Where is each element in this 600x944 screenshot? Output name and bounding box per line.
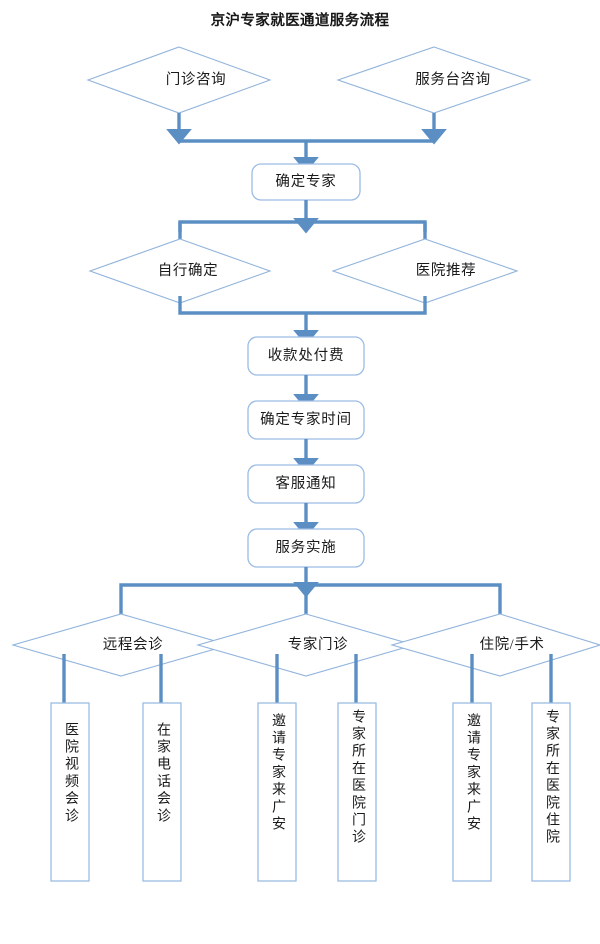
box-expert-home-hospital-outpatient <box>337 702 377 882</box>
diamond-label-inpatient-surgery: 住院/手术 <box>479 636 545 653</box>
box-label-cashier-payment: 收款处付费 <box>267 347 345 364</box>
box-label-invite-expert-guangan-inpatient: 邀请专家来广安 <box>465 713 480 834</box>
box-label-home-phone-consult: 在家电话会诊 <box>155 722 170 826</box>
merge-bracket-selection <box>178 296 427 315</box>
split-bracket-selection <box>178 220 427 232</box>
diamond-remote-consultation <box>11 613 231 677</box>
box-label-expert-home-hospital-inpatient: 专家所在医院住院 <box>544 709 559 847</box>
box-label-hospital-video-consult: 医院视频会诊 <box>63 722 78 826</box>
box-hospital-video-consult <box>50 702 90 882</box>
diamond-label-outpatient-consult: 门诊咨询 <box>165 71 227 88</box>
page-title: 京沪专家就医通道服务流程 <box>210 13 390 29</box>
diamond-label-remote-consultation: 远程会诊 <box>102 636 164 653</box>
box-label-confirm-expert: 确定专家 <box>275 173 337 190</box>
diamond-label-expert-outpatient: 专家门诊 <box>287 636 349 653</box>
diamond-label-service-desk-consult: 服务台咨询 <box>415 71 491 88</box>
branch-bracket-services <box>119 583 502 616</box>
box-home-phone-consult <box>142 702 182 882</box>
box-invite-expert-guangan-inpatient <box>452 702 492 882</box>
box-label-expert-home-hospital-outpatient: 专家所在医院门诊 <box>350 709 365 847</box>
box-label-service-delivery: 服务实施 <box>275 539 337 556</box>
box-label-invite-expert-guangan-outpatient: 邀请专家来广安 <box>270 713 285 834</box>
box-label-customer-service-notify: 客服通知 <box>275 475 337 492</box>
diamond-expert-outpatient <box>196 613 416 677</box>
diamond-label-self-select: 自行确定 <box>157 262 219 279</box>
box-label-confirm-expert-time: 确定专家时间 <box>260 411 352 428</box>
box-invite-expert-guangan-outpatient <box>257 702 297 882</box>
diamond-inpatient-surgery <box>390 613 600 677</box>
diamond-label-hospital-recommend: 医院推荐 <box>415 262 477 279</box>
box-expert-home-hospital-inpatient <box>531 702 571 882</box>
